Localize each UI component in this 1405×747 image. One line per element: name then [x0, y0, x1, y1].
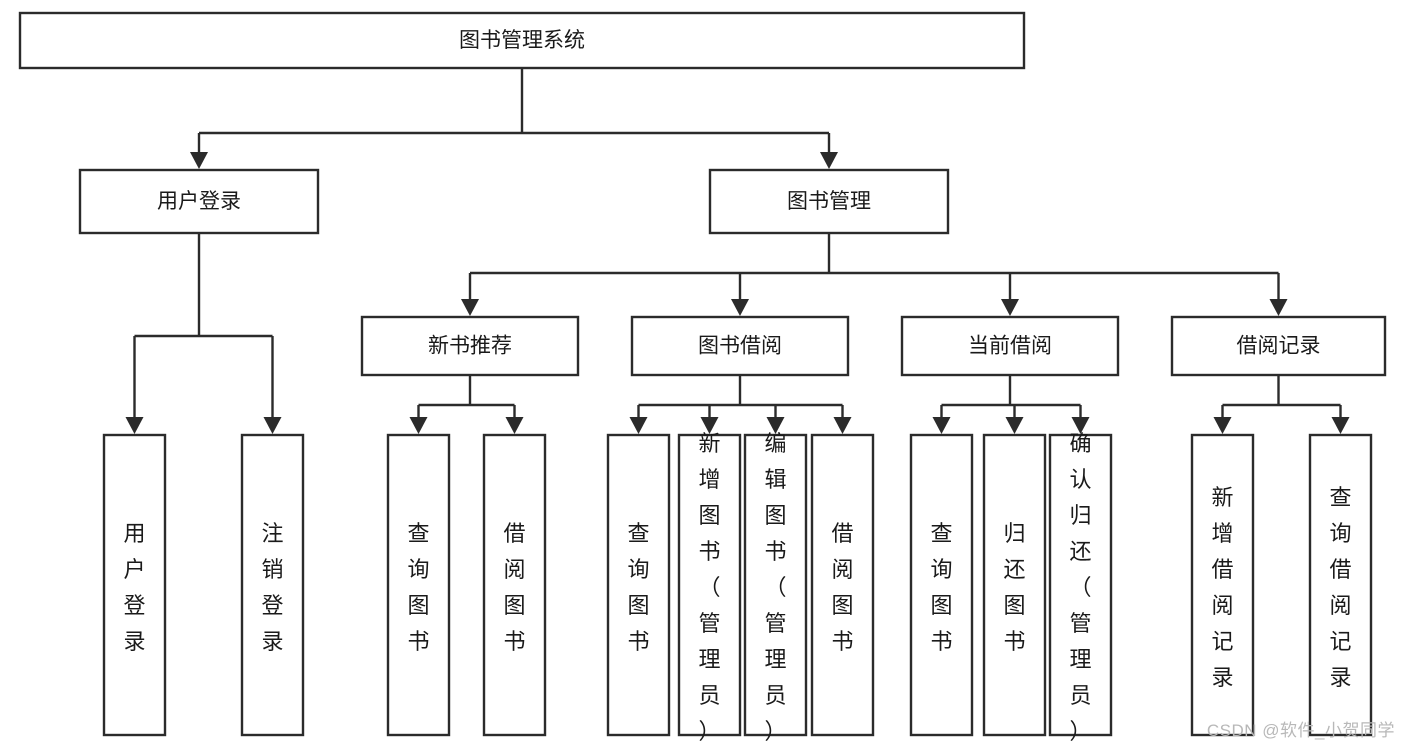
node-box: [1170, 315, 1387, 377]
node-box: [1190, 433, 1255, 737]
edge-arrowhead: [700, 417, 719, 434]
node-box: [102, 433, 167, 737]
edge-arrowhead: [190, 152, 208, 169]
edge-arrowhead: [263, 417, 282, 434]
node-label: 新增图书（管理员）: [698, 431, 720, 744]
node-leaf-borrow-book[interactable]: 借阅图书: [810, 433, 875, 737]
edge-group: [190, 68, 838, 169]
node-leaf-edit-book[interactable]: 编辑图书（管理员）: [743, 431, 808, 744]
edge-arrowhead: [461, 299, 479, 316]
node-label: 查询借阅记录: [1329, 485, 1351, 690]
edge-arrowhead: [629, 417, 648, 434]
edge-arrowhead: [932, 417, 951, 434]
edge-group: [409, 375, 524, 434]
node-box: [606, 433, 671, 737]
node-leaf-add-record[interactable]: 新增借阅记录: [1190, 433, 1255, 737]
edge-arrowhead: [505, 417, 524, 434]
edge-group: [1213, 375, 1350, 434]
node-box: [982, 433, 1047, 737]
node-box: [743, 433, 808, 737]
node-box: [900, 315, 1120, 377]
node-label: 借阅图书: [831, 521, 853, 654]
node-box: [78, 168, 320, 235]
edge-arrowhead: [1213, 417, 1232, 434]
node-box: [909, 433, 974, 737]
node-leaf-return-book[interactable]: 归还图书: [982, 433, 1047, 737]
node-box: [810, 433, 875, 737]
node-box: [482, 433, 547, 737]
edges-layer: [125, 68, 1350, 434]
edge-arrowhead: [409, 417, 428, 434]
edge-arrowhead: [1001, 299, 1019, 316]
node-leaf-query-book-borrow[interactable]: 查询图书: [606, 433, 671, 737]
node-label: 确认归还（管理员）: [1069, 431, 1091, 744]
node-label: 图书借阅: [698, 335, 782, 358]
node-label: 注销登录: [261, 521, 283, 654]
edge-arrowhead: [125, 417, 144, 434]
node-label: 图书管理系统: [459, 29, 585, 52]
node-box: [240, 433, 305, 737]
node-box: [360, 315, 580, 377]
node-box: [386, 433, 451, 737]
edge-arrowhead: [1269, 299, 1288, 316]
node-leaf-borrow-book-rec[interactable]: 借阅图书: [482, 433, 547, 737]
node-label: 借阅记录: [1237, 335, 1321, 358]
node-leaf-add-book[interactable]: 新增图书（管理员）: [677, 431, 742, 744]
node-root[interactable]: 图书管理系统: [18, 11, 1026, 70]
node-label: 当前借阅: [968, 335, 1052, 358]
edge-arrowhead: [820, 152, 838, 169]
watermark-text: CSDN @软件_小贺同学: [1206, 721, 1395, 740]
edge-arrowhead: [731, 299, 749, 316]
edge-group: [932, 375, 1090, 434]
edge-group: [125, 233, 282, 434]
node-label: 查询图书: [627, 521, 649, 654]
node-book-manage[interactable]: 图书管理: [708, 168, 950, 235]
edge-group: [629, 375, 852, 434]
node-borrow-record[interactable]: 借阅记录: [1170, 315, 1387, 377]
node-leaf-logout[interactable]: 注销登录: [240, 433, 305, 737]
node-box: [18, 11, 1026, 70]
edge-arrowhead: [833, 417, 852, 434]
node-label: 新书推荐: [428, 335, 512, 358]
node-user-login[interactable]: 用户登录: [78, 168, 320, 235]
node-label: 归还图书: [1003, 521, 1025, 654]
edge-arrowhead: [1005, 417, 1024, 434]
node-box: [1308, 433, 1373, 737]
node-leaf-query-record[interactable]: 查询借阅记录: [1308, 433, 1373, 737]
node-new-book-rec[interactable]: 新书推荐: [360, 315, 580, 377]
node-current-borrow[interactable]: 当前借阅: [900, 315, 1120, 377]
node-box: [677, 433, 742, 737]
edge-group: [461, 233, 1288, 316]
node-label: 查询图书: [407, 521, 429, 654]
node-leaf-confirm-return[interactable]: 确认归还（管理员）: [1048, 431, 1113, 744]
node-leaf-user-login[interactable]: 用户登录: [102, 433, 167, 737]
edge-arrowhead: [1331, 417, 1350, 434]
node-label: 用户登录: [123, 521, 145, 654]
node-label: 借阅图书: [503, 521, 525, 654]
node-leaf-query-book-cur[interactable]: 查询图书: [909, 433, 974, 737]
node-book-borrow[interactable]: 图书借阅: [630, 315, 850, 377]
node-label: 用户登录: [157, 190, 241, 213]
node-label: 查询图书: [930, 521, 952, 654]
node-label: 新增借阅记录: [1211, 485, 1233, 690]
nodes-layer: 图书管理系统用户登录图书管理新书推荐图书借阅当前借阅借阅记录用户登录注销登录查询…: [18, 11, 1387, 744]
node-label: 图书管理: [787, 190, 871, 213]
node-leaf-query-book-rec[interactable]: 查询图书: [386, 433, 451, 737]
node-box: [630, 315, 850, 377]
node-box: [708, 168, 950, 235]
node-label: 编辑图书（管理员）: [764, 431, 786, 744]
edge-arrowhead: [1071, 417, 1090, 434]
node-box: [1048, 433, 1113, 737]
edge-arrowhead: [766, 417, 785, 434]
